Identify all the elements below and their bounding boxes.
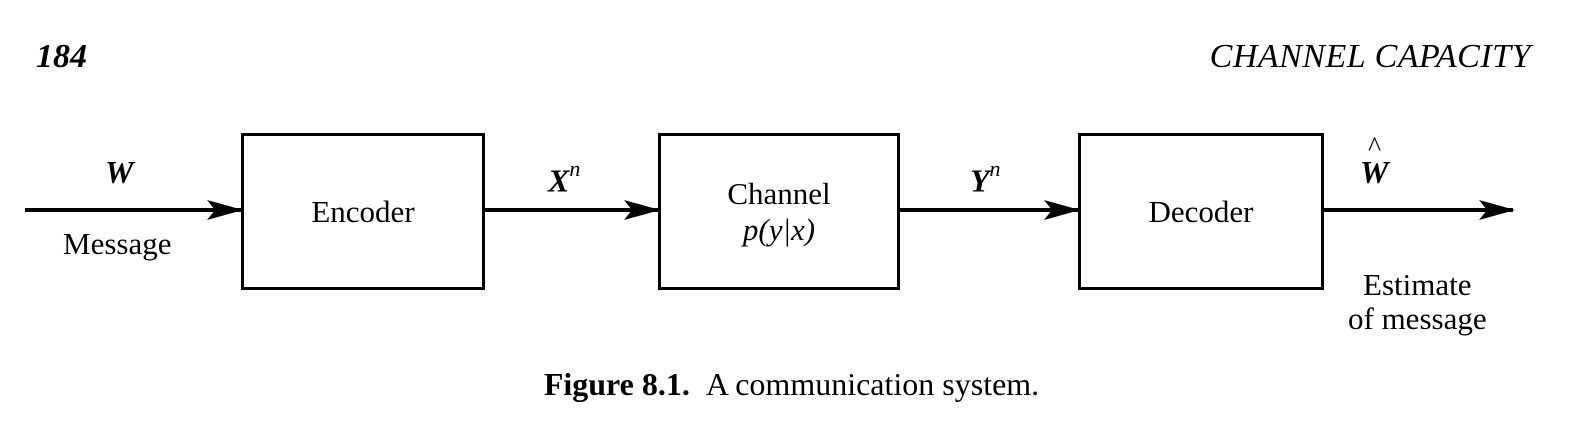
encoded-symbol-base: X: [548, 162, 570, 199]
encoded-symbol: Xn: [548, 156, 580, 198]
output-description-line1: Estimate: [1363, 267, 1472, 302]
decoder-label: Decoder: [1148, 193, 1254, 229]
output-description: Estimate of message: [1348, 268, 1487, 336]
running-head: CHANNEL CAPACITY: [1209, 38, 1531, 75]
output-symbol-base: W: [1360, 154, 1389, 190]
input-description: Message: [63, 226, 172, 261]
figure-caption: Figure 8.1. A communication system.: [0, 366, 1583, 403]
channel-block: Channel p(y|x): [658, 133, 900, 290]
figure-caption-text: A communication system.: [705, 366, 1040, 402]
received-symbol: Yn: [970, 156, 1001, 198]
decoder-block: Decoder: [1078, 133, 1324, 290]
received-symbol-superscript: n: [989, 156, 1001, 181]
figure-caption-label: Figure 8.1.: [543, 366, 690, 402]
channel-transition-prob: p(y|x): [742, 211, 816, 247]
input-symbol: W: [105, 154, 134, 190]
encoder-label: Encoder: [311, 193, 415, 229]
output-symbol: ^ W: [1360, 132, 1389, 190]
received-symbol-base: Y: [970, 162, 990, 199]
output-description-line2: of message: [1348, 301, 1487, 336]
encoded-symbol-superscript: n: [569, 156, 581, 181]
encoder-block: Encoder: [241, 133, 485, 290]
channel-label: Channel: [727, 175, 831, 211]
page-number: 184: [36, 38, 87, 75]
hat-accent: ^: [1368, 132, 1382, 163]
